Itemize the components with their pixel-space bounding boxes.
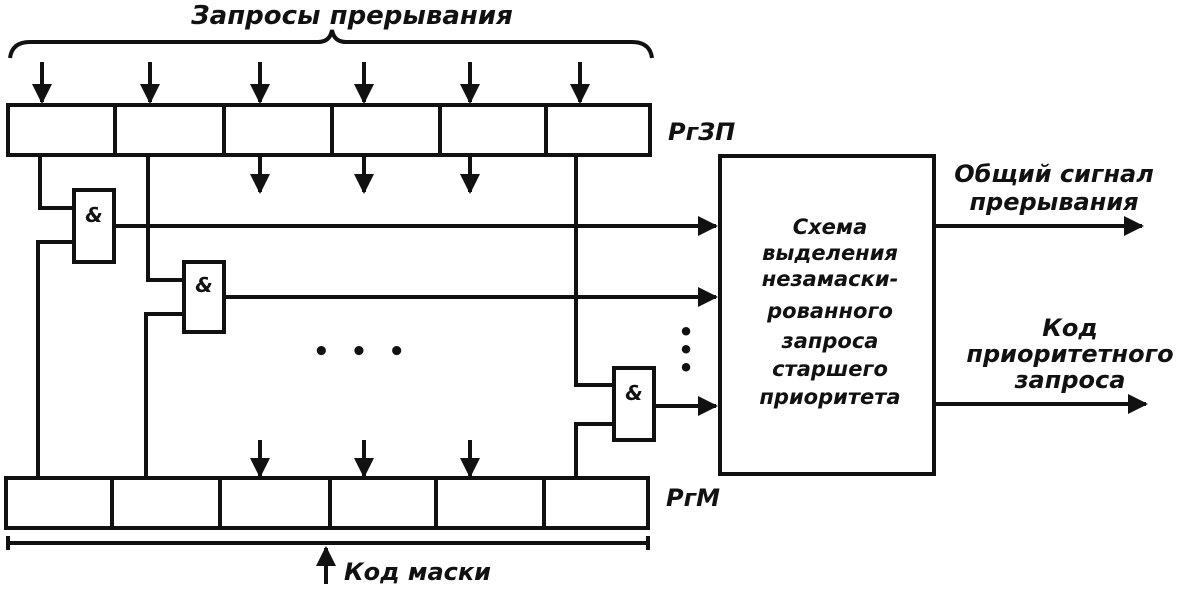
mask-output-arrows [250,440,480,478]
request-input-arrows [32,62,590,104]
vertical-ellipsis: • • • [678,318,693,382]
and-gate-2-symbol: & [195,273,212,297]
and-gate-n: & [612,366,656,442]
gate-n-wiring [574,155,718,478]
request-register-frame [6,103,652,157]
mask-bracket [6,536,650,550]
mask-register [4,476,650,530]
priority-selector-text: Схема выделения незамаски- рованного зап… [759,215,900,409]
svg-text:приоритета: приоритета [759,385,900,409]
svg-text:Схема: Схема [793,215,868,239]
svg-text:выделения: выделения [762,241,898,265]
gate-1-wiring [36,155,718,478]
svg-text:приоритетного: приоритетного [966,340,1173,368]
request-register [6,103,652,157]
svg-text:незамаски-: незамаски- [762,267,899,291]
mask-register-frame [4,476,650,530]
and-gate-1-symbol: & [85,203,102,227]
svg-text:рованного: рованного [766,299,893,323]
svg-text:старшего: старшего [772,357,888,381]
svg-text:запроса: запроса [781,329,879,353]
gate-2-wiring [144,155,718,478]
and-gate-n-symbol: & [625,381,642,405]
svg-text:прерывания: прерывания [969,188,1138,216]
request-output-arrows [250,155,480,194]
svg-text:•: • [678,336,693,364]
mask-register-label: РгМ [666,484,720,512]
priority-selector-block [718,154,936,476]
requests-brace [8,29,654,59]
priority-code-label: Код приоритетного запроса [966,314,1173,394]
svg-text:Общий сигнал: Общий сигнал [954,160,1154,188]
general-signal-label: Общий сигнал прерывания [954,160,1154,216]
and-gate-1: & [72,188,116,264]
svg-text:•: • [678,318,693,346]
request-register-label: РгЗП [668,118,735,146]
svg-text:запроса: запроса [1014,366,1126,394]
svg-text:Код: Код [1042,314,1098,342]
mask-code-label: Код маски [344,558,491,586]
svg-text:•: • [678,354,693,382]
and-gate-2: & [182,260,226,334]
interrupt-requests-title: Запросы прерывания [190,1,513,31]
horizontal-ellipsis: • • • [313,337,411,367]
